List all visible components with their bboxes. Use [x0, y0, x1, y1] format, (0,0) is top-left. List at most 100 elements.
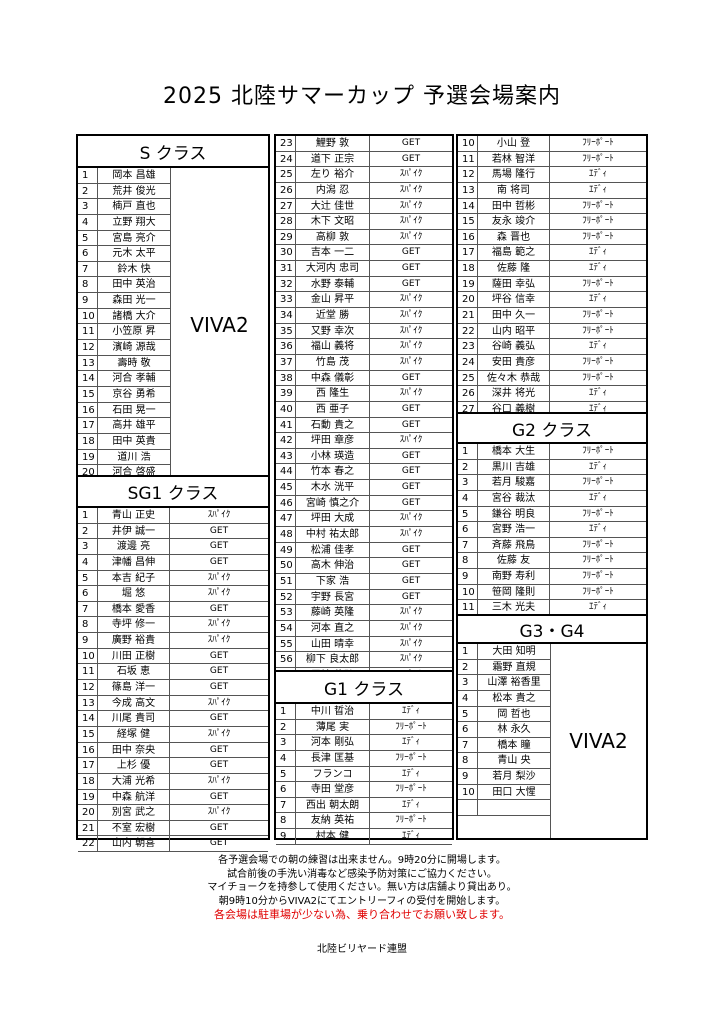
- player-name: 谷口 義樹: [478, 401, 550, 417]
- player-name: 福山 義将: [296, 339, 370, 354]
- venue-name: ｽﾊﾟｲｸ: [399, 325, 423, 336]
- venue-name: ｽﾊﾟｲｸ: [207, 635, 231, 646]
- player-name: 友納 英祐: [296, 813, 370, 829]
- row-number: 17: [78, 418, 98, 433]
- player-name: 南野 寿利: [478, 569, 550, 584]
- row-number: 27: [276, 198, 296, 214]
- venue-name: ﾌﾘｰﾎﾟｰﾄ: [582, 539, 614, 550]
- player-name: 佐々木 恭哉: [478, 370, 550, 386]
- row-number: 9: [458, 569, 478, 584]
- player-name: 安田 貴彦: [478, 354, 550, 370]
- player-name: 田口 大惺: [492, 786, 536, 798]
- player-name: 河合 孝輔: [112, 373, 156, 385]
- row-number: 52: [276, 589, 296, 605]
- player-name: 松浦 佳孝: [296, 542, 370, 558]
- venue-name: ﾌﾘｰﾎﾟｰﾄ: [582, 278, 614, 289]
- row-number: 2: [458, 459, 478, 475]
- venue-name: ｴﾃﾞｨ: [588, 294, 607, 305]
- player-name: 宮野 浩一: [478, 522, 550, 537]
- venue-name: ｴﾃﾞｨ: [588, 461, 607, 472]
- player-name: [478, 800, 550, 815]
- player-name: 道川 浩: [117, 451, 151, 463]
- row-number: 1: [458, 644, 478, 659]
- player-name: 田中 英貴: [112, 435, 156, 447]
- venue-name: ｴﾃﾞｨ: [588, 341, 607, 352]
- player-name: 橋本 愛香: [98, 601, 170, 617]
- player-name: フランコ: [296, 766, 370, 782]
- player-name: 若月 駿嘉: [478, 475, 550, 490]
- player-name: 立野 翔大: [112, 216, 156, 228]
- venue-name: ｽﾊﾟｲｸ: [207, 588, 231, 599]
- row-number: 8: [458, 753, 478, 769]
- row-number: 25: [458, 370, 478, 386]
- row-number: 4: [78, 554, 98, 570]
- player-name: 木水 洸平: [296, 480, 370, 495]
- row-number: 44: [276, 464, 296, 480]
- venue-name: GET: [209, 838, 229, 849]
- player-name: 不室 宏樹: [98, 820, 170, 836]
- player-name: 坪田 章彦: [296, 433, 370, 448]
- player-name: 経塚 健: [98, 726, 170, 742]
- player-name: 鈴木 快: [117, 263, 151, 275]
- row-number: 13: [78, 355, 98, 371]
- row-number: 47: [276, 511, 296, 527]
- player-name: 楠戸 直也: [112, 201, 156, 213]
- row-number: 54: [276, 620, 296, 636]
- player-name: 金山 昇平: [296, 292, 370, 308]
- player-name: 青山 正史: [98, 508, 170, 523]
- venue-name: ｽﾊﾟｲｸ: [399, 356, 423, 367]
- player-name: 道下 正宗: [296, 151, 370, 167]
- venue-name: GET: [209, 822, 229, 833]
- row-number: 22: [78, 836, 98, 852]
- venue-name: ｴﾃﾞｨ: [588, 263, 607, 274]
- venue-name: ｴﾃﾞｨ: [401, 768, 420, 779]
- row-number: 2: [276, 719, 296, 735]
- venue-name: ｴﾃﾞｨ: [401, 706, 420, 716]
- row-number: 16: [458, 229, 478, 245]
- venue-name: GET: [401, 466, 421, 477]
- player-name: 馬場 隆行: [478, 167, 550, 182]
- player-name: 小笠原 昇: [112, 326, 156, 338]
- venue-name: GET: [401, 544, 421, 555]
- player-name: 友永 竣介: [478, 214, 550, 229]
- venue-name: ﾌﾘｰﾎﾟｰﾄ: [582, 138, 614, 148]
- venue-name: ｽﾊﾟｲｸ: [399, 341, 423, 352]
- venue-name: ﾌﾘｰﾎﾟｰﾄ: [582, 231, 614, 242]
- row-number: 23: [458, 339, 478, 354]
- row-number: 21: [458, 308, 478, 323]
- row-number: 7: [458, 737, 478, 753]
- row-number: 7: [78, 601, 98, 617]
- player-name: 木下 文昭: [296, 214, 370, 229]
- player-name: 森田 光一: [112, 295, 156, 307]
- row-number: 19: [458, 276, 478, 292]
- venue-name: ﾌﾘｰﾎﾟｰﾄ: [395, 752, 427, 763]
